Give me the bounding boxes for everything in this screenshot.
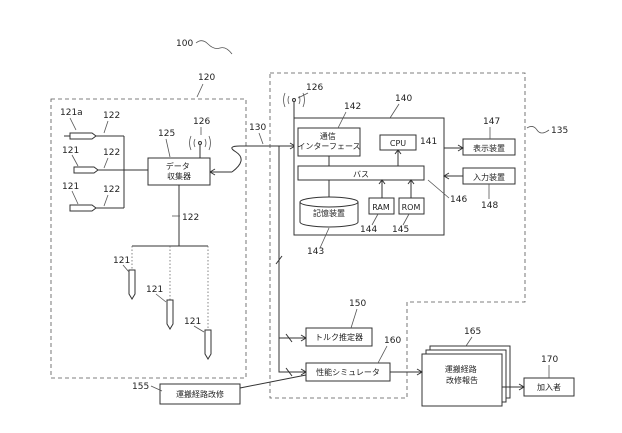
torque-ref-label: 150: [349, 299, 366, 309]
sensor-head-ref-leader: [70, 118, 76, 130]
input-label: 入力装置: [473, 172, 505, 182]
computer-system-ref-leader: [527, 126, 549, 133]
report-ref-leader: [466, 337, 472, 346]
comm-if-ref-label: 142: [344, 102, 361, 112]
link-ref-label: 130: [249, 123, 266, 133]
cable-ref-leader-1: [104, 121, 108, 133]
sensor-unit-ref-label: 120: [198, 73, 215, 83]
torque-ref-leader: [351, 309, 357, 328]
simulator-ref-leader: [378, 346, 387, 363]
input-ref-label: 148: [481, 201, 498, 211]
rom-label: ROM: [402, 203, 421, 212]
link-ref-leader: [259, 133, 263, 144]
subscriber-label: 加入者: [537, 382, 561, 392]
computer-ref-leader: [390, 104, 399, 118]
display-label: 表示装置: [473, 143, 505, 153]
collector-ref-label: 125: [158, 129, 175, 139]
route-report-line-2: 改修報告: [446, 375, 478, 385]
sensor-head-ref-label: 121a: [60, 108, 83, 118]
ram-label: RAM: [372, 203, 390, 212]
sensor-unit-ref-leader: [197, 84, 203, 97]
sensor-vertical-1: [129, 270, 135, 299]
cpu-ref-label: 141: [420, 137, 437, 147]
route-report-line-1: 運搬経路: [445, 364, 477, 374]
simulator-ref-label: 160: [384, 336, 401, 346]
sensor-ref-leader-3: [72, 191, 78, 204]
sensor-ref-label-5: 121: [146, 285, 163, 295]
sensor-ref-label-2: 121: [62, 146, 79, 156]
sensor-ref-leader-4: [123, 265, 129, 272]
cpu-label: CPU: [390, 139, 406, 148]
data-collector-line-2: 収集器: [167, 171, 191, 181]
antenna-ref-label-2: 126: [306, 83, 323, 93]
system-ref-leader: [196, 41, 232, 54]
sensor-horizontal-3: [70, 205, 124, 211]
comm-interface-line-1: 通信: [320, 131, 336, 141]
cable-ref-label-2: 122: [103, 148, 120, 158]
display-ref-label: 147: [483, 117, 500, 127]
antenna-icon-collector: [190, 136, 211, 158]
sim-connector: [279, 338, 306, 372]
subscriber-ref-label: 170: [541, 355, 558, 365]
computer-system-ref-label: 135: [551, 126, 568, 136]
operation-sim-connector: [240, 375, 306, 388]
sensor-ref-label-6: 121: [184, 317, 201, 327]
storage-ref-label: 143: [307, 247, 324, 257]
sensor-vertical-3: [205, 330, 211, 359]
torque-estimator-label: トルク推定器: [315, 332, 363, 342]
bus-ref-label: 146: [450, 195, 467, 205]
sensor-ref-label-3: 121: [62, 182, 79, 192]
sensor-ref-label-4: 121: [113, 256, 130, 266]
route-operation-label: 運搬経路改修: [176, 389, 224, 399]
data-collector-line-1: データ: [166, 161, 190, 171]
antenna-ref-label-1: 126: [193, 117, 210, 127]
cable-ref-leader-2: [104, 158, 108, 168]
collector-ref-leader: [166, 139, 170, 157]
sensor-unit-region: [51, 99, 246, 378]
sensor-horizontal-1: [64, 133, 124, 139]
bus-label: バス: [353, 170, 369, 179]
sensor-ref-leader-2: [72, 155, 78, 166]
sensor-ref-leader-5: [156, 294, 166, 302]
comm-interface-line-2: インターフェース: [297, 142, 360, 151]
cable-ref-label-4: 122: [182, 213, 199, 223]
cable-ref-leader-3: [104, 195, 108, 206]
cable-ref-label-3: 122: [103, 185, 120, 195]
rom-ref-label: 145: [392, 225, 409, 235]
wireless-link-line: [232, 146, 295, 172]
report-ref-label: 165: [464, 327, 481, 337]
operation-ref-label: 155: [132, 382, 149, 392]
cable-ref-label-1: 122: [103, 111, 120, 121]
ram-ref-label: 144: [360, 225, 377, 235]
system-ref-label: 100: [176, 39, 193, 49]
computer-ref-label: 140: [395, 94, 412, 104]
performance-simulator-label: 性能シミュレータ: [316, 367, 380, 377]
storage-label: 記憶装置: [313, 208, 345, 218]
sensor-vertical-2: [167, 300, 173, 329]
